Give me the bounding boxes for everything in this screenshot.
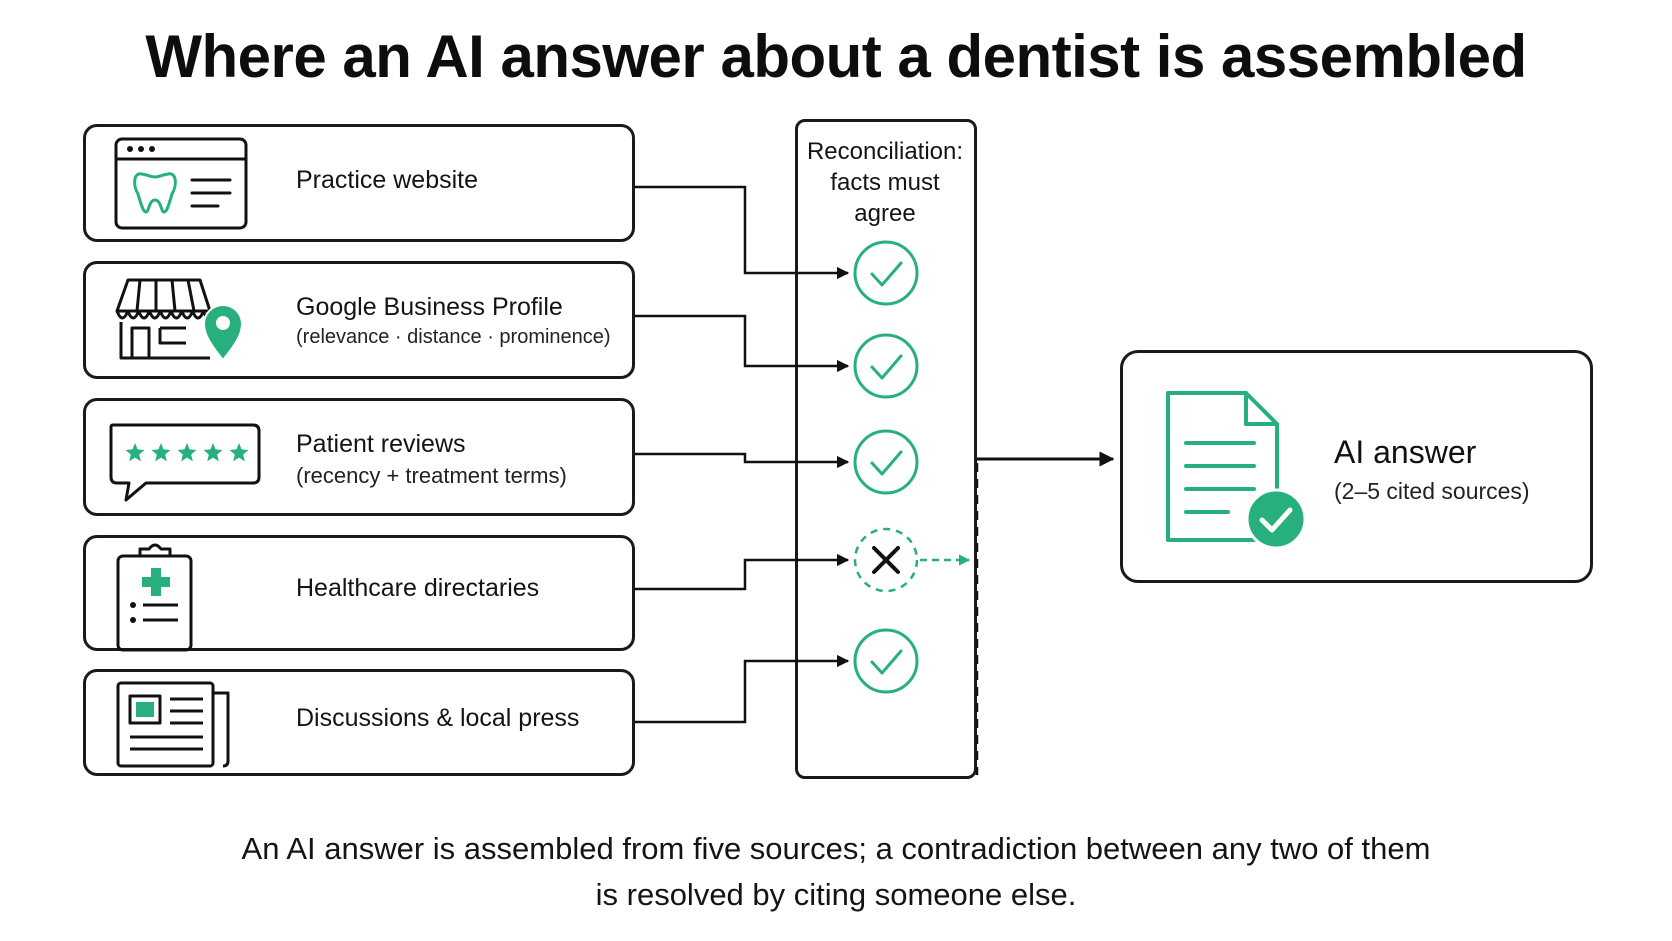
reconciliation-title-line: facts must	[830, 169, 940, 196]
reconciliation-title: Reconciliation: facts must agree	[795, 136, 975, 229]
review-stars-icon	[109, 423, 261, 502]
connector-discussions-local-press	[635, 654, 850, 724]
source-label-discussions-local-press: Discussions & local press	[296, 704, 580, 732]
check-circle-icon	[853, 333, 919, 399]
source-box-patient-reviews	[83, 398, 635, 516]
source-sublabel-patient-reviews: (recency + treatment terms)	[296, 463, 567, 488]
storefront-pin-icon	[115, 278, 243, 361]
diagram-caption: An AI answer is assembled from five sour…	[0, 826, 1672, 918]
connector-healthcare-directories	[635, 553, 850, 591]
reconciliation-title-line: agree	[854, 200, 916, 227]
newspaper-icon	[116, 681, 230, 768]
check-circle-icon	[853, 429, 919, 495]
ai-answer-sublabel: (2–5 cited sources)	[1334, 478, 1530, 504]
connector-practice-website	[635, 185, 850, 280]
reconciliation-title-line: Reconciliation:	[806, 138, 964, 165]
ai-answer-label: AI answer	[1334, 434, 1477, 470]
connector-patient-reviews	[635, 452, 850, 469]
contradiction-x-icon	[853, 527, 919, 593]
caption-line: An AI answer is assembled from five sour…	[241, 831, 1431, 866]
document-check-icon	[1166, 391, 1307, 550]
source-box-healthcare-directories	[83, 535, 635, 651]
source-label-patient-reviews: Patient reviews	[296, 430, 466, 458]
clipboard-medical-icon	[116, 543, 193, 652]
source-label-practice-website: Practice website	[296, 166, 479, 194]
source-label-google-business-profile: Google Business Profile	[296, 293, 563, 321]
diagram-title: Where an AI answer about a dentist is as…	[145, 23, 1527, 90]
browser-tooth-icon	[114, 137, 248, 230]
connector-google-business-profile	[635, 314, 850, 373]
check-circle-icon	[853, 628, 919, 694]
source-sublabel-google-business-profile: (relevance · distance · prominence)	[296, 326, 611, 348]
check-circle-icon	[853, 240, 919, 306]
caption-line: is resolved by citing someone else.	[595, 877, 1077, 912]
source-label-healthcare-directories: Healthcare directaries	[296, 574, 540, 602]
